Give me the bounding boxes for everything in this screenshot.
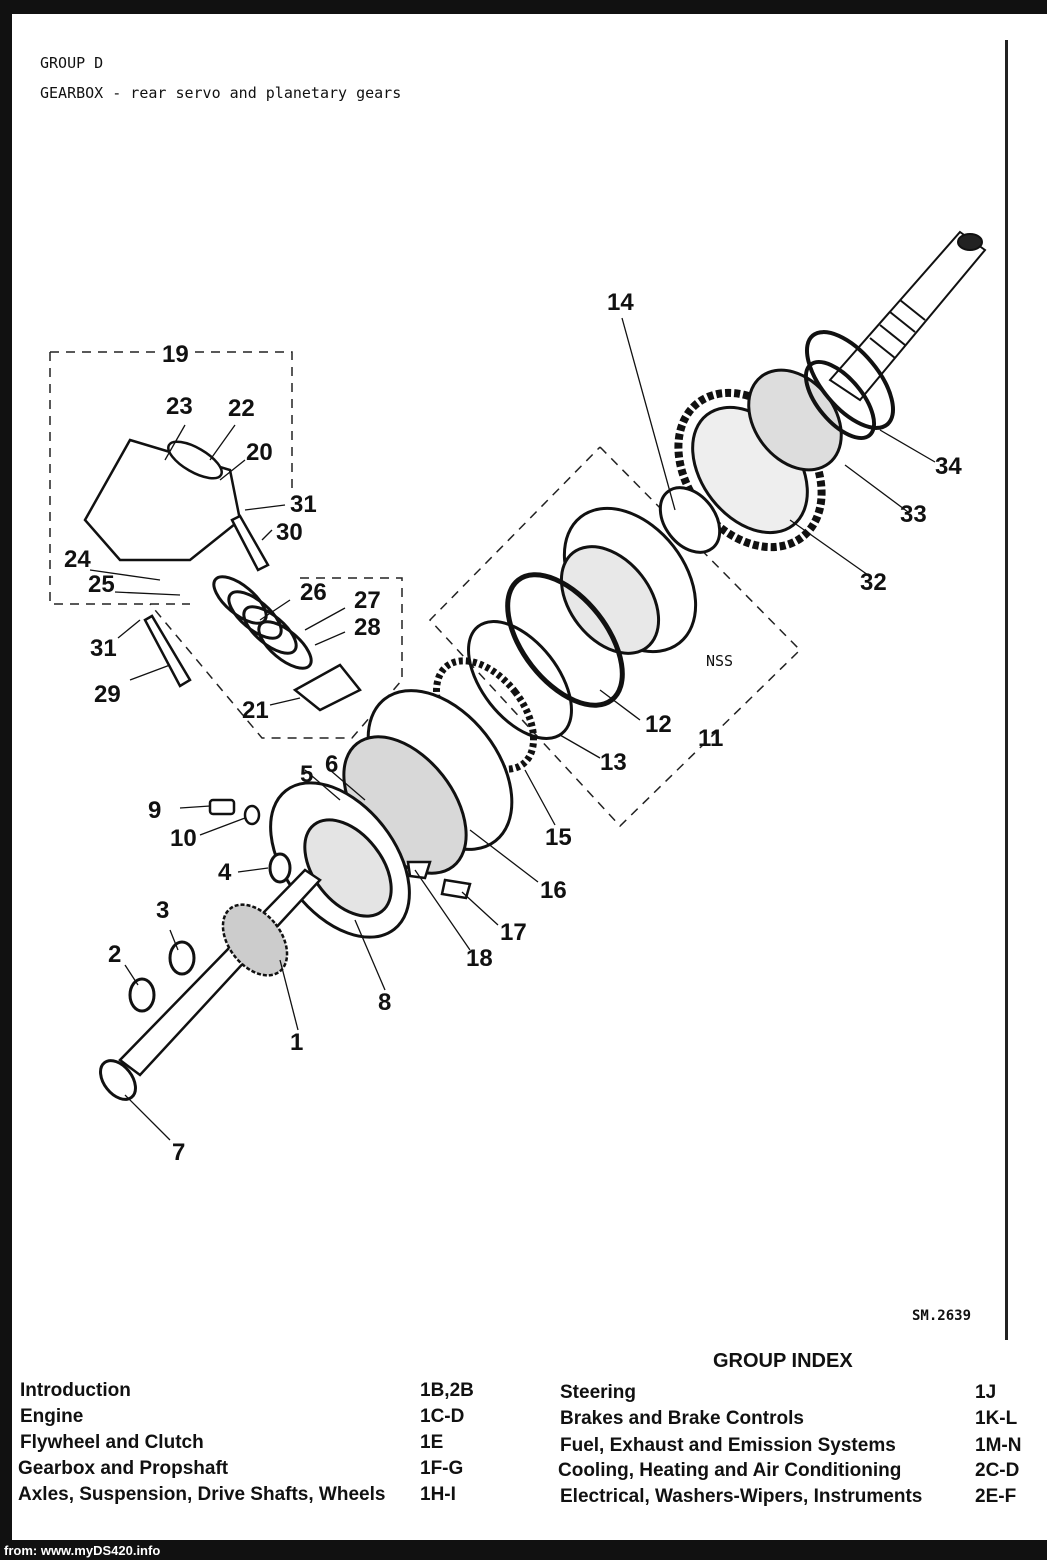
callout-20: 20: [246, 439, 273, 466]
callout-32: 32: [860, 569, 887, 596]
page-edge-line: [1005, 40, 1008, 1340]
scan-border-bottom: [0, 1540, 1047, 1560]
strut-21: [292, 663, 362, 712]
index-item-code[interactable]: 1F-G: [420, 1458, 464, 1479]
index-item-code[interactable]: 1B,2B: [420, 1380, 474, 1401]
index-item-code[interactable]: 1K-L: [975, 1408, 1018, 1429]
washer-7: [99, 1059, 137, 1101]
callout-10: 10: [170, 825, 197, 852]
index-item-code[interactable]: 2E-F: [975, 1486, 1017, 1507]
group-11-outline: [428, 446, 802, 828]
planet-carrier: [559, 486, 722, 655]
index-item-code[interactable]: 1J: [975, 1382, 997, 1403]
callout-7: 7: [172, 1139, 185, 1166]
callout-30: 30: [276, 519, 303, 546]
callout-3: 3: [156, 897, 169, 924]
callout-28: 28: [354, 614, 381, 641]
callout-26: 26: [300, 579, 327, 606]
index-item-label[interactable]: Fuel, Exhaust and Emission Systems: [560, 1435, 896, 1456]
callout-13: 13: [600, 749, 627, 776]
source-footer: from: www.myDS420.info: [4, 1543, 161, 1558]
callout-29: 29: [94, 681, 121, 708]
callout-1: 1: [290, 1029, 303, 1056]
callout-17: 17: [500, 919, 527, 946]
callout-15: 15: [545, 824, 572, 851]
page-title: GEARBOX - rear servo and planetary gears: [40, 84, 402, 102]
index-item-label[interactable]: Brakes and Brake Controls: [560, 1408, 804, 1429]
nss-label: NSS: [706, 652, 733, 670]
callout-19: 19: [162, 341, 189, 368]
callout-31-lower: 31: [90, 635, 117, 662]
callout-8: 8: [378, 989, 391, 1016]
drawing-reference: SM.2639: [912, 1308, 972, 1324]
bolts: [143, 514, 270, 688]
seals: [128, 852, 292, 1013]
callout-21: 21: [242, 697, 269, 724]
callout-14: 14: [607, 289, 634, 316]
callout-11: 11: [698, 725, 723, 752]
callout-27: 27: [354, 587, 381, 614]
scan-border-left: [0, 0, 12, 1560]
index-item-label[interactable]: Engine: [20, 1406, 84, 1427]
callout-18: 18: [466, 945, 493, 972]
index-item-label[interactable]: Introduction: [20, 1380, 131, 1401]
small-parts: [208, 798, 472, 900]
rings-12-13-15: [432, 572, 625, 773]
spring-26: [212, 575, 313, 670]
callout-16: 16: [540, 877, 567, 904]
input-shaft-1: [118, 868, 322, 1077]
callout-5: 5: [300, 761, 313, 788]
callout-24: 24: [64, 546, 91, 573]
scan-border-top: [0, 0, 1047, 14]
exploded-diagram: 1 2 3 4 5 6 7 8 9 10 11 12 13 14 15 16 1…: [49, 230, 987, 1166]
callout-31-upper: 31: [290, 491, 317, 518]
callout-34: 34: [935, 453, 962, 480]
callout-23: 23: [166, 393, 193, 420]
callout-9: 9: [148, 797, 161, 824]
group-label: GROUP D: [40, 54, 104, 72]
callout-12: 12: [645, 711, 672, 738]
index-item-label[interactable]: Steering: [560, 1382, 637, 1403]
circlips: [803, 330, 896, 440]
index-item-code[interactable]: 1H-I: [420, 1484, 456, 1505]
index-item-label[interactable]: Flywheel and Clutch: [20, 1432, 204, 1453]
callout-numbers: 1 2 3 4 5 6 7 8 9 10 11 12 13 14 15 16 1…: [64, 289, 962, 1166]
callout-2: 2: [108, 941, 121, 968]
index-item-code[interactable]: 2C-D: [975, 1460, 1020, 1481]
index-item-code[interactable]: 1M-N: [975, 1435, 1022, 1456]
index-item-code[interactable]: 1C-D: [420, 1406, 465, 1427]
index-item-label[interactable]: Electrical, Washers-Wipers, Instruments: [560, 1486, 923, 1507]
leader-lines: [89, 317, 936, 1141]
callout-4: 4: [218, 859, 232, 886]
callout-6: 6: [325, 751, 338, 778]
output-shaft: [828, 230, 987, 402]
index-item-label[interactable]: Cooling, Heating and Air Conditioning: [558, 1460, 902, 1481]
index-item-code[interactable]: 1E: [420, 1432, 444, 1453]
housing-8: [269, 781, 411, 939]
index-item-label[interactable]: Gearbox and Propshaft: [18, 1458, 229, 1479]
callout-33: 33: [900, 501, 927, 528]
servo-body-20: [83, 438, 242, 562]
callout-25: 25: [88, 571, 115, 598]
group-index-title: GROUP INDEX: [713, 1350, 853, 1372]
index-item-label[interactable]: Axles, Suspension, Drive Shafts, Wheels: [18, 1484, 386, 1505]
callout-22: 22: [228, 395, 255, 422]
